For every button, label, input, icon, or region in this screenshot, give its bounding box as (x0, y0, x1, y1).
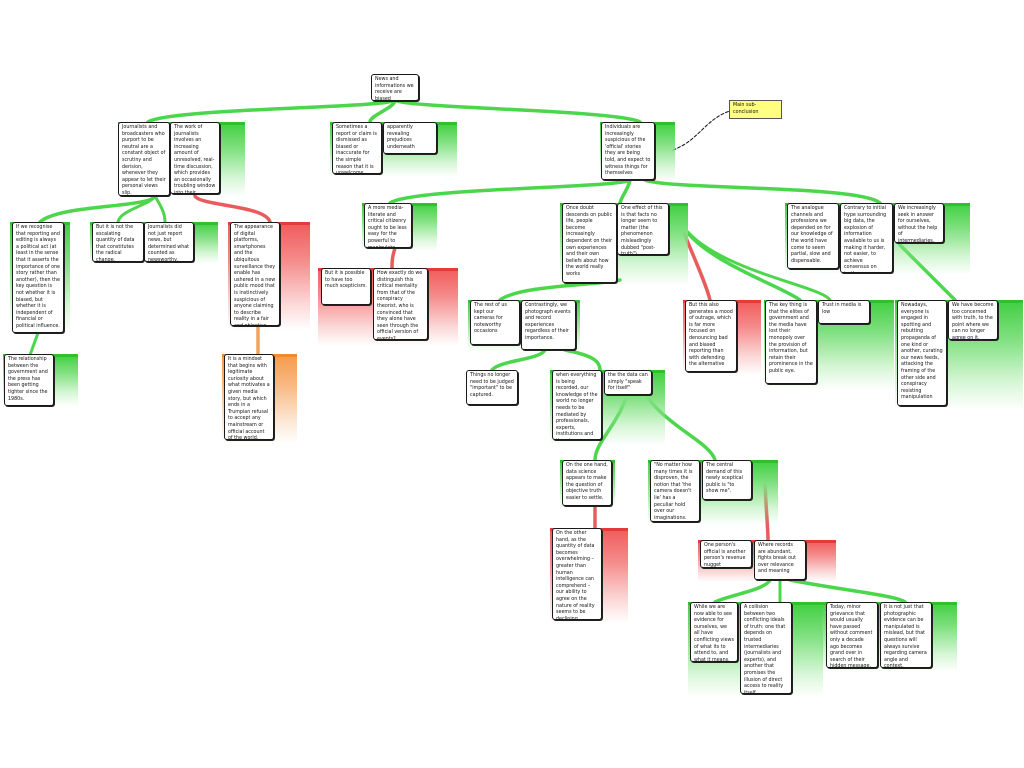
objection-box[interactable]: Where records are abundant, fights break… (754, 540, 806, 580)
claim-box[interactable]: Journalists did not just report news, bu… (144, 222, 194, 262)
claim-box[interactable]: Things no longer need to be judged "impo… (466, 370, 518, 405)
claim-box[interactable]: We increasingly seek in answer for ourse… (894, 203, 944, 243)
claim-box[interactable]: It is not just that photographic evidenc… (880, 602, 932, 668)
claim-box[interactable]: when everything is being recorded, our k… (552, 370, 602, 440)
claim-box[interactable]: The work of journalists involves an incr… (170, 122, 220, 194)
claim-box[interactable]: Once doubt descends on public life, peop… (562, 203, 617, 283)
objection-box[interactable]: The appearance of digital platforms, sma… (230, 222, 280, 326)
claim-box[interactable]: Sometimes a report or claim is dismissed… (332, 122, 382, 174)
objection-box[interactable]: But it is possible to have too much scep… (321, 268, 371, 305)
sub-conclusion-note[interactable]: Main sub-conclusion (729, 100, 782, 119)
claim-box[interactable]: Journalists and broadcasters who purport… (118, 122, 170, 196)
objection-box[interactable]: On the other hand, as the quantity of da… (552, 528, 602, 620)
claim-box[interactable]: The rest of us kept our cameras for note… (470, 300, 520, 345)
claim-box[interactable]: The central demand of this newly sceptic… (702, 460, 752, 500)
claim-box[interactable]: apparently revealing prejudices undernea… (383, 122, 437, 154)
claim-box[interactable]: One effect of this is that facts no long… (617, 203, 669, 255)
claim-box[interactable]: Nowadays, everyone is engaged in spottin… (897, 300, 947, 406)
claim-box[interactable]: Today, minor grievance that would usuall… (826, 602, 878, 668)
objection-box[interactable]: But this also generates a mood of outrag… (685, 300, 737, 372)
claim-box[interactable]: While we are now able to see evidence fo… (690, 602, 738, 662)
claim-box[interactable]: Contrastingly, we photograph events and … (521, 300, 576, 350)
claim-box[interactable]: Trust in media is low (818, 300, 870, 324)
claim-box[interactable]: the the data can simply "speak for itsel… (604, 370, 652, 395)
claim-box[interactable]: The analogue channels and professions we… (787, 203, 839, 269)
claim-box[interactable]: We have become too concerned with truth,… (948, 300, 998, 340)
objection-box[interactable]: One person's official is another person'… (700, 540, 752, 568)
claim-box[interactable]: Individuals are increasingly suspicious … (601, 122, 655, 180)
claim-box[interactable]: On the one hand, data science appears to… (562, 460, 612, 506)
claim-box[interactable]: Contrary to initial hype surrounding big… (840, 203, 893, 273)
main-contention[interactable]: News and informations we receive are bia… (371, 74, 419, 101)
claim-box[interactable]: "No matter how many times it is disprove… (650, 460, 700, 522)
claim-box[interactable]: The key thing is that the elites of gove… (765, 300, 817, 384)
claim-box[interactable]: The relationship between the government … (4, 354, 54, 406)
claim-box[interactable]: But it is not the escalating quantity of… (92, 222, 144, 262)
rebuttal-box[interactable]: It is a mindset that begins with legitim… (224, 354, 274, 440)
objection-box[interactable]: How exactly do we distinguish this criti… (373, 268, 428, 340)
claim-box[interactable]: A more media-literate and critical citiz… (364, 203, 412, 248)
claim-box[interactable]: A collision between two conflicting idea… (740, 602, 792, 694)
claim-box[interactable]: If we recognise that reporting and editi… (12, 222, 64, 333)
